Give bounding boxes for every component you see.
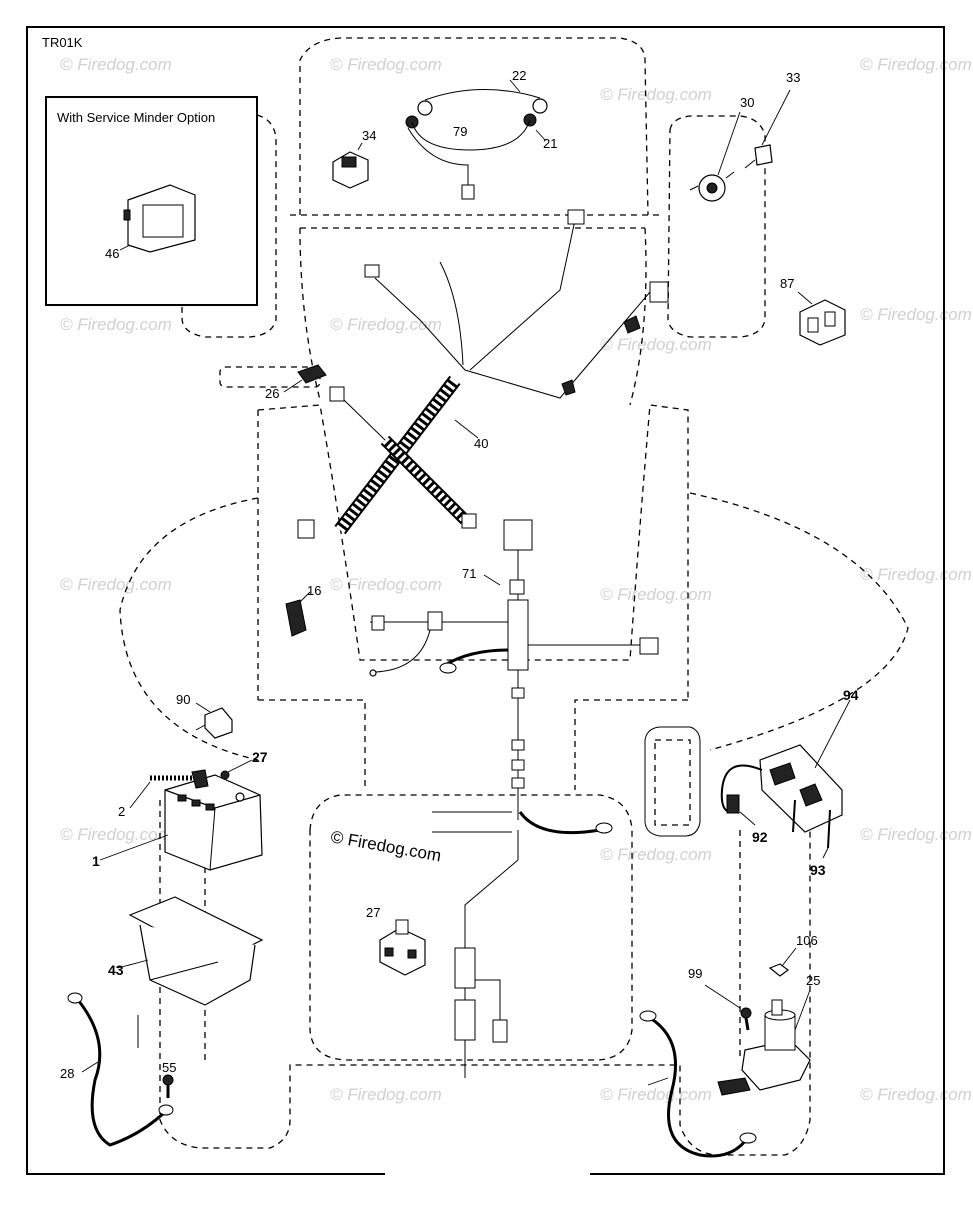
inset-title: With Service Minder Option — [57, 110, 215, 125]
part-label: 94 — [843, 687, 859, 703]
part-99-screw: 99 — [688, 966, 752, 1031]
part-label: 71 — [462, 566, 476, 581]
part-label: 92 — [752, 829, 768, 845]
watermark: © Firedog.com — [860, 565, 972, 584]
part-71-harness: 71 — [369, 519, 659, 1078]
part-label: 40 — [474, 436, 488, 451]
watermark: © Firedog.com — [600, 1085, 712, 1104]
part-label: 106 — [796, 933, 818, 948]
watermark: © Firedog.com — [60, 55, 172, 74]
part-label: 16 — [307, 583, 321, 598]
part-headlight-harness: 22 79 21 — [405, 68, 557, 200]
part-label: 21 — [543, 136, 557, 151]
watermark: © Firedog.com — [60, 825, 172, 844]
watermark: © Firedog.com — [860, 305, 972, 324]
part-43-solenoid: 25 — [741, 973, 820, 1091]
watermark: © Firedog.com — [860, 1085, 972, 1104]
part-label: 2 — [118, 804, 125, 819]
part-34-switch: 34 — [332, 128, 376, 189]
part-label: 79 — [453, 124, 467, 139]
part-label: 25 — [806, 973, 820, 988]
watermark: © Firedog.com — [60, 315, 172, 334]
part-90-switch: 90 — [176, 692, 233, 739]
watermark: © Firedog.com — [600, 85, 712, 104]
watermark: © Firedog.com — [330, 55, 442, 74]
part-label: 87 — [780, 276, 794, 291]
part-46-service-minder: 46 — [105, 184, 196, 261]
part-label: 46 — [105, 246, 119, 261]
part-55-screw: 55 — [137, 1015, 176, 1098]
part-label: 33 — [786, 70, 800, 85]
part-label: 30 — [740, 95, 754, 110]
part-label: 1 — [92, 853, 100, 869]
border-gap — [385, 1170, 590, 1178]
watermark: © Firedog.com — [600, 335, 712, 354]
part-93-screws: 93 — [792, 799, 831, 878]
part-label: 34 — [362, 128, 376, 143]
part-87-relay: 87 — [780, 276, 846, 346]
part-label: 43 — [108, 962, 124, 978]
part-92-harness: 92 — [720, 764, 768, 845]
part-label: 90 — [176, 692, 190, 707]
part-label: 27 — [366, 905, 380, 920]
part-16-switch: 16 — [285, 583, 321, 637]
part-1-battery: 1 2 27 — [92, 749, 268, 871]
watermark: © Firedog.com — [600, 585, 712, 604]
part-label: 28 — [60, 1066, 74, 1081]
watermark: © Firedog.com — [600, 845, 712, 864]
part-25-cable — [639, 1010, 757, 1158]
watermark: © Firedog.com — [330, 1085, 442, 1104]
part-29-switch: 27 — [366, 905, 426, 976]
part-label: 26 — [265, 386, 279, 401]
part-30-ignition-switch: 30 — [689, 95, 754, 202]
watermark: © Firedog.com — [60, 575, 172, 594]
part-33-key: 33 — [744, 70, 800, 169]
watermark: © Firedog.com — [860, 55, 972, 74]
part-28-cable: 28 — [60, 992, 174, 1147]
part-27-nut: 106 — [768, 933, 818, 977]
part-label: 22 — [512, 68, 526, 83]
part-label: 99 — [688, 966, 702, 981]
part-label: 27 — [252, 749, 268, 765]
watermark: © Firedog.com — [330, 315, 442, 334]
part-8-battery-tray: 43 — [108, 896, 264, 1006]
part-label: 55 — [162, 1060, 176, 1075]
watermark: © Firedog.com — [330, 575, 442, 594]
part-40-main-harness: 40 — [297, 209, 669, 539]
diagram-code: TR01K — [42, 35, 83, 50]
copyright-text: © Firedog.com — [329, 827, 442, 865]
part-94-module: 94 — [759, 687, 859, 833]
part-label: 93 — [810, 862, 826, 878]
part-26-fuse-holder: 26 — [265, 364, 327, 401]
watermark: © Firedog.com — [860, 825, 972, 844]
part-106-clip — [717, 1077, 751, 1096]
